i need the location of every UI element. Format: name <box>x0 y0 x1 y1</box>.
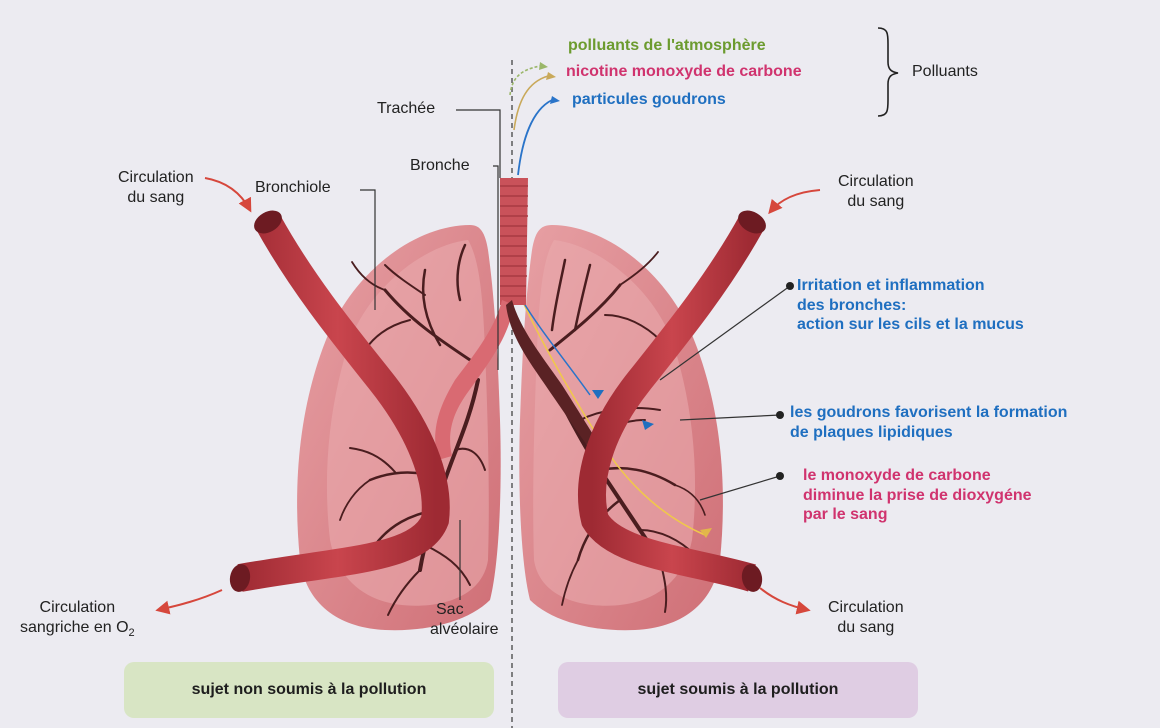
label-co-effect: le monoxyde de carbone diminue la prise … <box>803 466 1032 525</box>
label-tars-line2: de plaques lipidiques <box>790 423 1067 443</box>
arrow-circulation-top-right <box>770 190 820 212</box>
label-irritation-line1: Irritation et inflammation <box>797 276 1024 296</box>
label-alveolar-sac-line2: alvéolaire <box>430 620 498 640</box>
label-pollutant-particles: particules goudrons <box>572 90 726 110</box>
caption-exposed: sujet soumis à la pollution <box>558 662 918 718</box>
label-co-line2: diminue la prise de dioxygéne <box>803 486 1032 506</box>
label-circulation-bottom-left-line2: sangriche en O2 <box>20 618 135 641</box>
label-tars: les goudrons favorisent la formation de … <box>790 403 1067 442</box>
label-circulation-bottom-left-line1: Circulation <box>20 598 135 618</box>
label-oxygen-subscript: 2 <box>129 627 135 639</box>
label-circulation-bottom-right: Circulation du sang <box>828 598 904 637</box>
label-bronche: Bronche <box>410 156 470 176</box>
label-irritation-line3: action sur les cils et la mucus <box>797 315 1024 335</box>
label-circulation-bottom-left-text: sangriche en O <box>20 619 129 636</box>
label-circulation-top-left-line2: du sang <box>118 188 194 208</box>
label-irritation: Irritation et inflammation des bronches:… <box>797 276 1024 335</box>
label-bronchiole: Bronchiole <box>255 178 331 198</box>
arrow-pollutant-atmosphere <box>510 66 540 95</box>
label-circulation-bottom-right-line1: Circulation <box>828 598 904 618</box>
label-circulation-top-right-line2: du sang <box>838 192 914 212</box>
arrow-circulation-bottom-right <box>760 588 808 610</box>
label-co-line3: par le sang <box>803 505 1032 525</box>
arrow-circulation-bottom-left <box>158 590 222 610</box>
arrow-pollutant-particles <box>518 100 552 175</box>
label-circulation-top-right: Circulation du sang <box>838 172 914 211</box>
label-alveolar-sac: Sac alvéolaire <box>430 600 498 639</box>
label-pollutants-group: Polluants <box>912 62 978 82</box>
pollutants-brace <box>878 28 898 116</box>
label-circulation-top-right-line1: Circulation <box>838 172 914 192</box>
label-circulation-bottom-right-line2: du sang <box>828 618 904 638</box>
label-circulation-top-left-line1: Circulation <box>118 168 194 188</box>
label-pollutant-atmosphere: polluants de l'atmosphère <box>568 36 766 56</box>
label-alveolar-sac-line1: Sac <box>436 600 498 620</box>
caption-non-exposed: sujet non soumis à la pollution <box>124 662 494 718</box>
label-tars-line1: les goudrons favorisent la formation <box>790 403 1067 423</box>
label-trachea: Trachée <box>377 99 435 119</box>
arrow-circulation-top-left <box>205 178 250 210</box>
label-pollutant-nicotine: nicotine monoxyde de carbone <box>566 62 802 82</box>
label-circulation-top-left: Circulation du sang <box>118 168 194 207</box>
label-co-line1: le monoxyde de carbone <box>803 466 1032 486</box>
label-circulation-bottom-left: Circulation sangriche en O2 <box>20 598 135 640</box>
label-irritation-line2: des bronches: <box>797 296 1024 316</box>
